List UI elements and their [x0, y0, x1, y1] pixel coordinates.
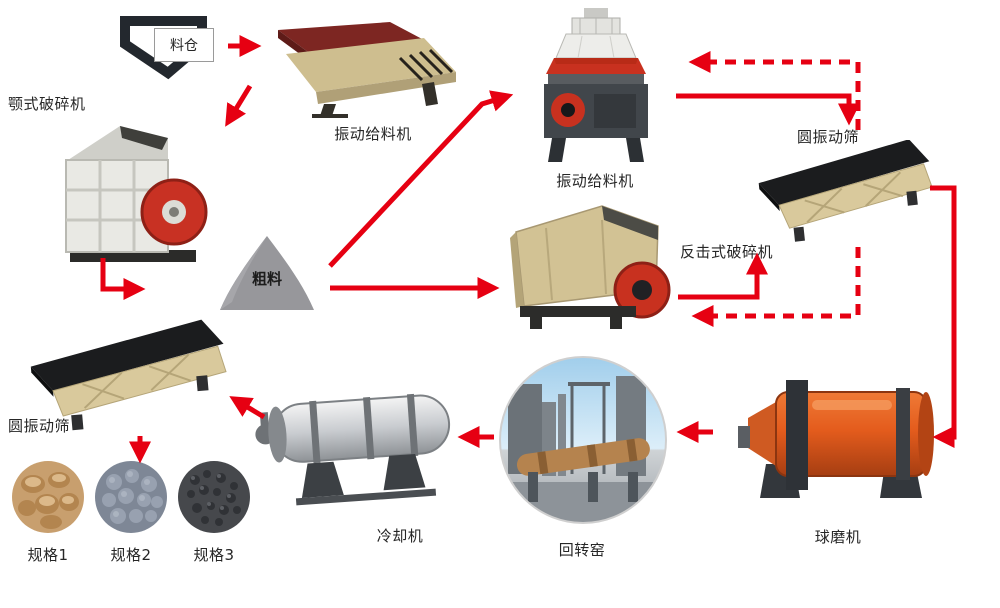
label-screen-right: 圆振动筛 [796, 128, 859, 146]
vibrating-feeder-image [272, 20, 462, 120]
label-ball-mill: 球磨机 [814, 528, 862, 546]
product-sample-2-photo [94, 460, 168, 534]
label-product-3: 规格3 [193, 546, 235, 564]
label-feeder: 振动给料机 [334, 125, 412, 143]
cone-crusher-image [528, 6, 663, 166]
label-impact-crusher: 反击式破碎机 [680, 243, 774, 261]
label-rotary-kiln: 回转窑 [558, 541, 606, 559]
impact-crusher-image [506, 198, 674, 335]
label-cooler: 冷却机 [376, 527, 424, 545]
silo-icon: 料仓 [118, 14, 214, 80]
label-coarse-material: 粗料 [251, 270, 282, 288]
label-screen-left: 圆振动筛 [8, 417, 71, 435]
ball-mill-image [736, 346, 936, 508]
coarse-material-pile: 粗料 [212, 232, 322, 314]
jaw-crusher-image [58, 116, 208, 266]
label-silo: 料仓 [154, 28, 214, 62]
label-jaw-crusher: 颚式破碎机 [8, 95, 86, 113]
circular-screen-right-image [756, 139, 938, 242]
label-cone-crusher: 振动给料机 [556, 172, 634, 190]
product-sample-3-photo [177, 460, 251, 534]
product-sample-1-photo [11, 460, 85, 534]
circular-screen-left-image [26, 318, 234, 434]
cooler-image [248, 366, 466, 514]
label-product-1: 规格1 [27, 546, 69, 564]
rotary-kiln-photo [498, 354, 668, 526]
label-product-2: 规格2 [110, 546, 152, 564]
